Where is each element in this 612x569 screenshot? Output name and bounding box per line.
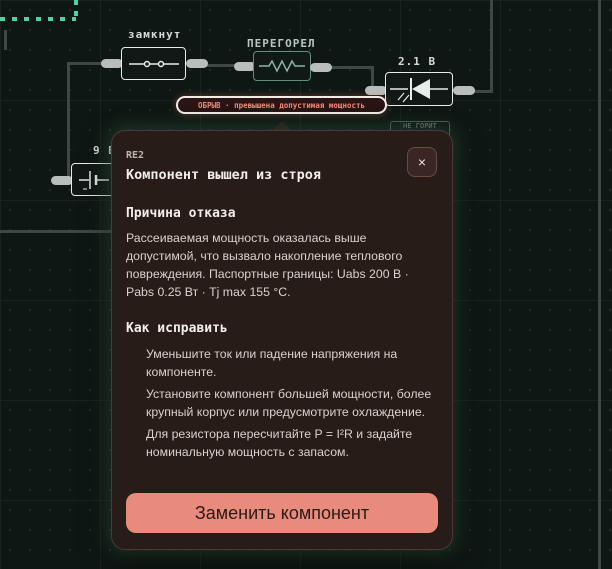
- fault-popup: RE2 Компонент вышел из строя × Причина о…: [111, 130, 453, 550]
- resistor-component[interactable]: [253, 51, 311, 81]
- resistor-state-label: ПЕРЕГОРЕЛ: [247, 37, 316, 50]
- fix-item: Установите компонент большей мощности, б…: [146, 387, 432, 419]
- close-icon: ×: [417, 154, 427, 170]
- resistor-pin-left[interactable]: [234, 62, 256, 71]
- replace-component-button[interactable]: Заменить компонент: [126, 493, 438, 533]
- resistor-icon: [259, 59, 305, 73]
- fix-item: Для резистора пересчитайте P = I²R и зад…: [146, 427, 413, 459]
- dashed-track: [0, 0, 78, 21]
- wire: [371, 66, 374, 90]
- diode-pin-left[interactable]: [365, 86, 387, 95]
- switch-component[interactable]: [121, 47, 186, 80]
- diode-component[interactable]: [385, 72, 453, 106]
- component-ref: RE2: [126, 150, 145, 161]
- switch-state-label: замкнут: [128, 28, 182, 41]
- diode-voltage-label: 2.1 В: [398, 55, 437, 68]
- led-icon: [390, 78, 448, 103]
- popup-title: Компонент вышел из строя: [126, 167, 322, 183]
- battery-component[interactable]: [71, 163, 116, 196]
- wire: [4, 30, 7, 50]
- cause-heading: Причина отказа: [126, 206, 236, 221]
- switch-pin-right[interactable]: [186, 59, 208, 68]
- wire: [0, 230, 112, 233]
- switch-icon: [128, 60, 179, 67]
- fault-badge[interactable]: ОБРЫВ · превышена допустимая мощность: [176, 96, 387, 114]
- wire: [328, 66, 374, 69]
- cause-text: Рассеиваемая мощность оказалась выше доп…: [126, 231, 409, 299]
- fix-list: Уменьшите ток или падение напряжения на …: [146, 345, 441, 465]
- battery-icon: [78, 170, 109, 189]
- fix-item: Уменьшите ток или падение напряжения на …: [146, 347, 398, 379]
- popup-arrow: [272, 121, 292, 131]
- battery-voltage-label: 9 В: [93, 144, 116, 157]
- resistor-pin-right[interactable]: [310, 63, 332, 72]
- wire: [598, 0, 601, 569]
- wire: [67, 62, 70, 180]
- wire: [205, 64, 237, 67]
- switch-pin-left[interactable]: [101, 59, 123, 68]
- close-button[interactable]: ×: [407, 147, 437, 177]
- fix-heading: Как исправить: [126, 321, 228, 336]
- wire: [490, 0, 493, 92]
- wire: [473, 90, 493, 93]
- wire: [67, 62, 107, 65]
- battery-pin-left[interactable]: [51, 176, 73, 185]
- diode-pin-right[interactable]: [453, 86, 475, 95]
